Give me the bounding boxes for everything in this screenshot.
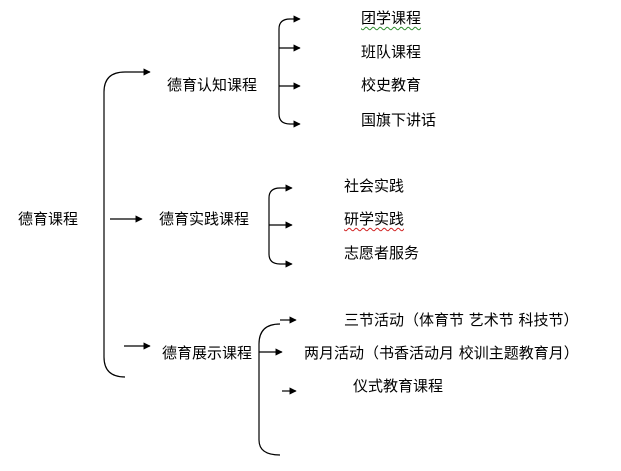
display-item: 三节活动（体育节 艺术节 科技节） bbox=[344, 311, 579, 329]
cognitive-item: 校史教育 bbox=[361, 76, 422, 94]
cognitive-item: 班队课程 bbox=[361, 43, 422, 61]
practice-item: 研学实践 bbox=[344, 210, 404, 228]
display-item: 仪式教育课程 bbox=[353, 377, 444, 395]
root-node: 德育课程 bbox=[18, 210, 79, 228]
practice-item-text: 研学实践 bbox=[344, 210, 405, 228]
cognitive-item-text: 团学课程 bbox=[361, 9, 422, 27]
display-brace bbox=[258, 323, 281, 456]
cognitive-brace bbox=[278, 18, 291, 125]
root-brace bbox=[103, 71, 126, 378]
branch-practice: 德育实践课程 bbox=[159, 210, 250, 228]
practice-item: 志愿者服务 bbox=[344, 244, 420, 262]
branch-cognitive: 德育认知课程 bbox=[167, 76, 258, 94]
practice-item: 社会实践 bbox=[344, 177, 405, 195]
cognitive-item: 团学课程 bbox=[361, 9, 421, 27]
display-item: 两月活动（书香活动月 校训主题教育月） bbox=[304, 344, 579, 362]
practice-brace bbox=[268, 187, 281, 265]
branch-display: 德育展示课程 bbox=[162, 344, 253, 362]
cognitive-item: 国旗下讲话 bbox=[361, 111, 437, 129]
